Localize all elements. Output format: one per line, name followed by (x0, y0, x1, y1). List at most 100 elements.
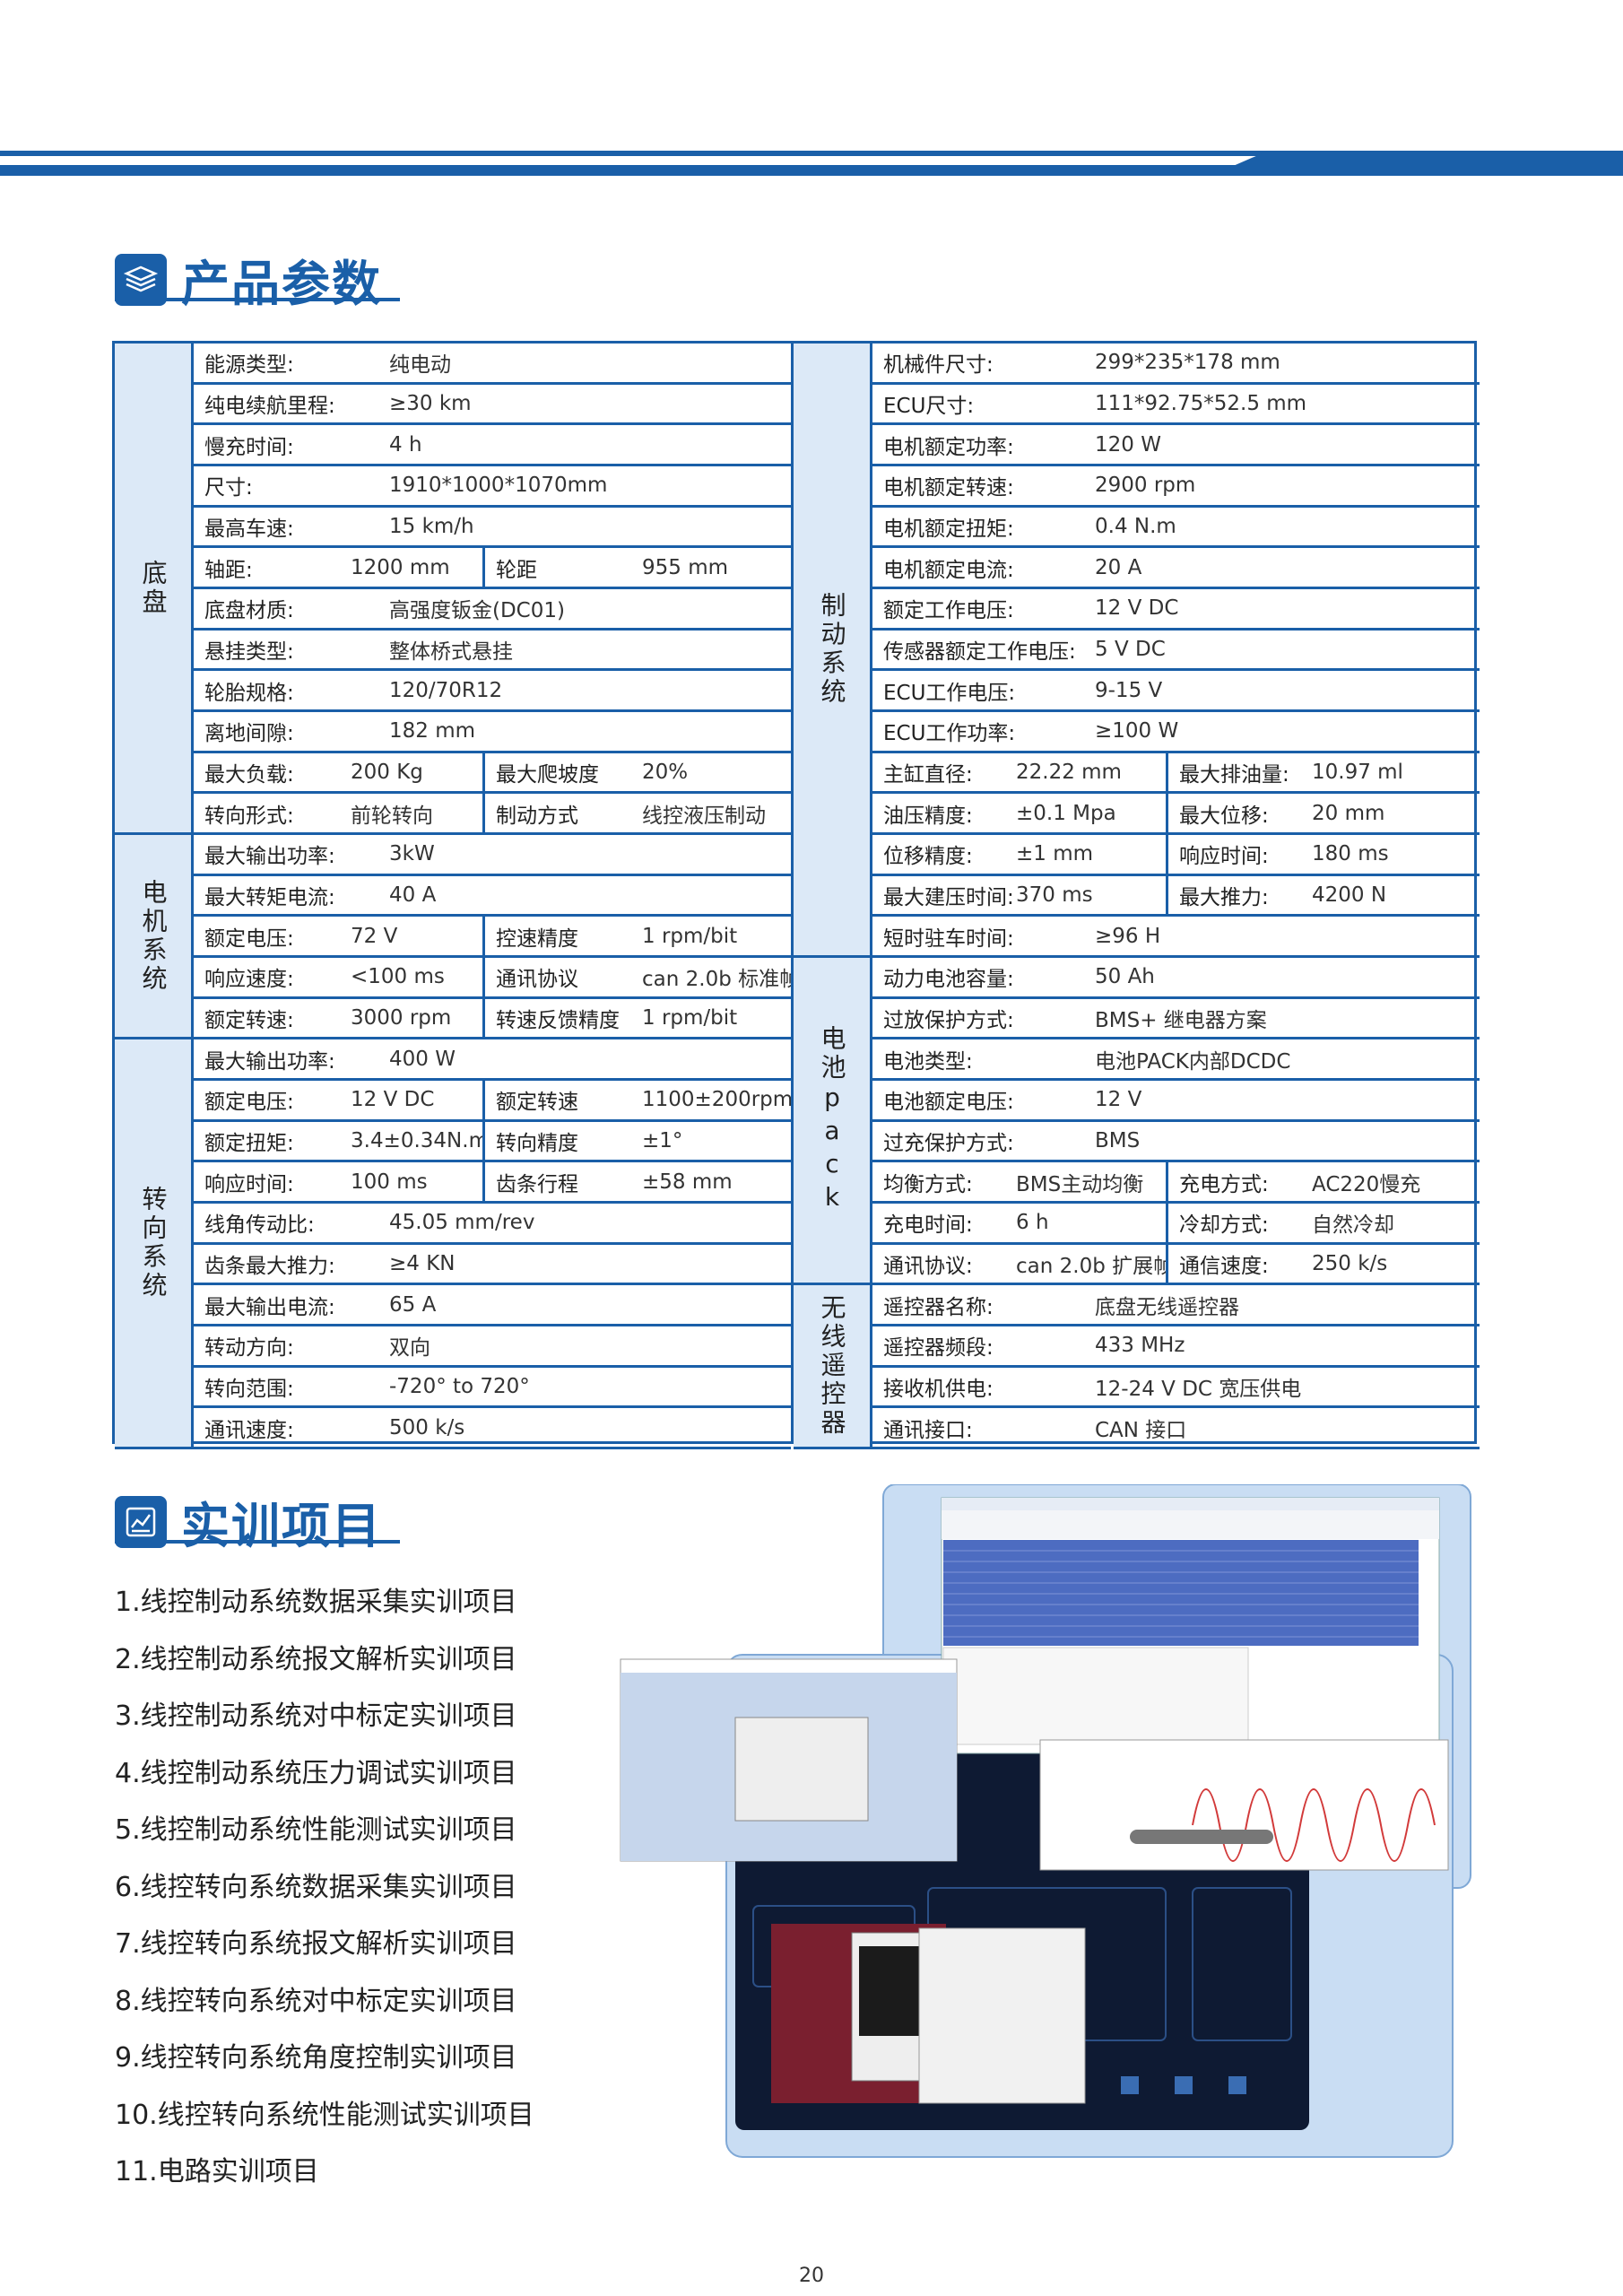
category-label: 制动系统 (817, 592, 847, 708)
param-value: 370 ms (1016, 883, 1093, 908)
training-item: 3.线控制动系统对中标定实训项目 (115, 1700, 517, 1732)
param-label: 传感器额定工作电压: (883, 640, 1076, 665)
training-item: 6.线控转向系统数据采集实训项目 (115, 1871, 517, 1903)
param-cell: 通信速度:250 k/s (1168, 1245, 1480, 1283)
category-label: 电机系统 (138, 878, 169, 994)
param-label: 悬挂类型: (204, 640, 294, 665)
param-row: 短时驻车时间:≥96 H (872, 917, 1480, 959)
category-label: 无线遥控器 (817, 1294, 847, 1439)
param-label: 额定电压: (204, 926, 294, 951)
param-cell: 最高车速:15 km/h (194, 508, 791, 546)
param-label: 能源类型: (204, 353, 294, 378)
param-cell: 最大输出功率:3kW (194, 835, 791, 874)
category-right-0: 制动系统 (794, 344, 872, 959)
param-cell: 轴距:1200 mm (194, 548, 485, 587)
param-label: 轮距 (496, 558, 537, 582)
param-cell: 悬挂类型:整体桥式悬挂 (194, 631, 791, 669)
param-row: ECU工作电压:9-15 V (872, 671, 1480, 713)
param-label: 充电方式: (1179, 1172, 1269, 1196)
param-value: 1200 mm (351, 555, 450, 579)
param-label: 额定转速: (204, 1009, 294, 1033)
param-label: 尺寸: (204, 476, 253, 500)
param-value: 250 k/s (1312, 1252, 1388, 1276)
param-label: 额定电压: (204, 1091, 294, 1115)
param-label: 通讯接口: (883, 1418, 973, 1442)
param-cell: 最大位移:20 mm (1168, 794, 1480, 832)
param-value: ≥30 km (389, 391, 472, 415)
param-cell: 离地间隙:182 mm (194, 712, 791, 751)
param-label: 电机额定电流: (883, 558, 1014, 582)
param-value: BMS (1095, 1129, 1141, 1153)
param-row: 最大转矩电流:40 A (194, 876, 791, 918)
param-label: 冷却方式: (1179, 1213, 1269, 1238)
param-cell: 电池类型:电池PACK内部DCDC (872, 1039, 1480, 1078)
param-value: 12 V (1095, 1088, 1142, 1112)
param-cell: 过放保护方式:BMS+ 继电器方案 (872, 999, 1480, 1038)
param-value: 433 MHz (1095, 1334, 1185, 1358)
param-cell: ECU尺寸:111*92.75*52.5 mm (872, 385, 1480, 423)
param-row: 线角传动比:45.05 mm/rev (194, 1204, 791, 1245)
param-cell: 通讯速度:500 k/s (194, 1408, 791, 1447)
param-row: 遥控器名称:底盘无线遥控器 (872, 1285, 1480, 1327)
param-label: 遥控器名称: (883, 1295, 994, 1319)
param-label: 动力电池容量: (883, 968, 1014, 992)
param-label: 遥控器频段: (883, 1336, 994, 1361)
category-label: 底盘 (138, 559, 169, 617)
param-cell: 遥控器频段: 433 MHz (872, 1326, 1480, 1365)
header-stripe-thin (0, 151, 1623, 156)
param-cell: 额定扭矩:3.4±0.34N.m (194, 1121, 485, 1161)
training-item: 8.线控转向系统对中标定实训项目 (115, 1985, 517, 2017)
param-value: BMS主动均衡 (1016, 1172, 1144, 1196)
param-label: ECU尺寸: (883, 394, 975, 418)
param-cell: 传感器额定工作电压:5 V DC (872, 631, 1480, 669)
category-label: 电池pack (817, 1025, 847, 1216)
param-cell: 轮胎规格:120/70R12 (194, 671, 791, 709)
waveform-line (1192, 1788, 1436, 1862)
param-row: 额定工作电压:12 V DC (872, 589, 1480, 631)
param-label: 转动方向: (204, 1336, 294, 1361)
param-value: AC220慢充 (1312, 1172, 1421, 1196)
param-value: ±1° (642, 1129, 683, 1153)
param-row: 电池额定电压:12 V (872, 1081, 1480, 1122)
param-label: 充电时间: (883, 1213, 973, 1238)
param-cell: 机械件尺寸:299*235*178 mm (872, 344, 1480, 382)
param-cell: 过充保护方式:BMS (872, 1122, 1480, 1161)
param-cell: 主缸直径:22.22 mm (872, 752, 1168, 792)
param-cell: 线角传动比:45.05 mm/rev (194, 1204, 791, 1242)
can-send-panel (942, 1647, 1249, 1745)
param-value: 3kW (389, 842, 435, 866)
param-value: 120/70R12 (389, 678, 503, 702)
param-label: 离地间隙: (204, 722, 294, 746)
param-value: 2900 rpm (1095, 474, 1196, 498)
param-cell: 齿条最大推力:≥4 KN (194, 1245, 791, 1283)
param-label: 制动方式 (496, 804, 578, 828)
param-label: 转向范围: (204, 1378, 294, 1402)
param-label: 均衡方式: (883, 1172, 973, 1196)
param-cell: 油压精度:±0.1 Mpa (872, 794, 1168, 833)
param-label: 电机额定功率: (883, 435, 1014, 459)
param-row: 遥控器频段: 433 MHz (872, 1326, 1480, 1368)
param-value: ≥96 H (1095, 924, 1161, 948)
param-value: 1 rpm/bit (642, 1006, 738, 1031)
param-cell: 冷却方式:自然冷却 (1168, 1204, 1480, 1242)
param-cell: 最大推力:4200 N (1168, 876, 1480, 915)
param-label: 响应时间: (1179, 845, 1269, 869)
param-cell: 电机额定电流:20 A (872, 548, 1480, 587)
param-label: 位移精度: (883, 845, 973, 869)
param-value: BMS+ 继电器方案 (1095, 1009, 1267, 1033)
param-row: 过充保护方式:BMS (872, 1122, 1480, 1163)
config-dialog (734, 1717, 869, 1822)
param-value: 22.22 mm (1016, 761, 1122, 785)
param-cell: 通讯接口:CAN 接口 (872, 1408, 1480, 1447)
param-cell: 额定工作电压:12 V DC (872, 589, 1480, 628)
param-label: 最大建压时间: (883, 886, 1014, 910)
param-cell: 充电时间:6 h (872, 1204, 1168, 1242)
